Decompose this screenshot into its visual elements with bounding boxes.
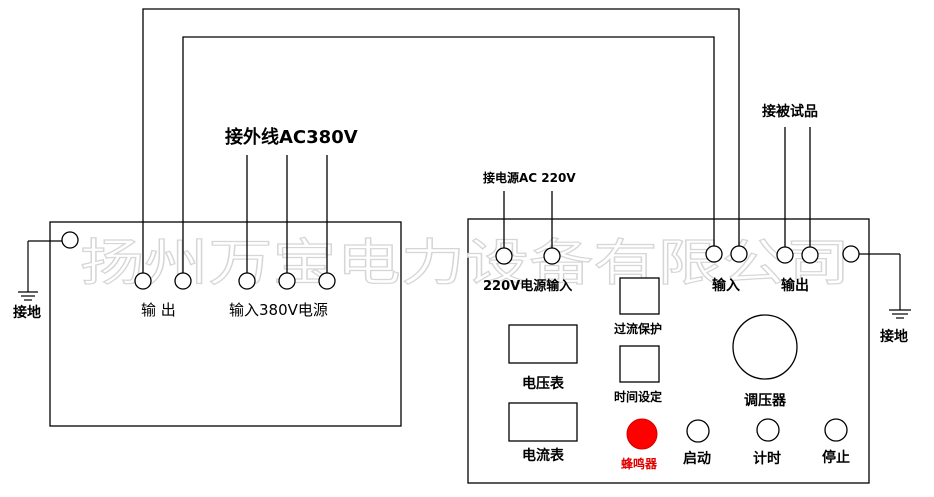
power-input-terminal-1[interactable] [495,247,513,265]
inner-wire [182,36,715,273]
outer-wire [142,8,740,273]
right-panel [467,218,870,484]
left-output-label: 输 出 [141,301,176,319]
start-button[interactable] [686,419,710,443]
left-panel [49,221,402,427]
left-output-terminal-1[interactable] [134,272,152,290]
input-label: 输入 [712,277,740,294]
power-supply-label: 接电源AC 220V [483,170,576,185]
time-setting-display[interactable] [619,345,660,383]
time-setting-label: 时间设定 [614,389,662,404]
left-ground-symbol [18,240,62,301]
ac380-leads [246,155,328,273]
input-terminal-1[interactable] [705,245,723,263]
stop-button[interactable] [824,418,848,442]
timer-button[interactable] [756,418,780,442]
left-power-terminal-3[interactable] [318,272,336,290]
output-terminal-1[interactable] [776,246,794,264]
right-ground-symbol [859,253,911,319]
start-label: 启动 [683,450,711,467]
ammeter-label: 电流表 [522,447,565,464]
left-ground-terminal[interactable] [61,231,79,249]
specimen-leads [784,127,811,247]
interconnect-wires [142,8,740,273]
external-line-label: 接外线AC380V [225,126,358,148]
specimen-label: 接被试品 [762,103,818,120]
regulator-label: 调压器 [744,393,787,409]
right-ground-terminal[interactable] [842,245,860,263]
output-terminal-2[interactable] [801,246,819,264]
power-input-terminal-2[interactable] [543,247,561,265]
overcurrent-indicator [619,277,660,315]
left-power-input-label: 输入380V电源 [229,301,328,319]
output-label: 输出 [781,277,809,294]
left-ground-label: 接地 [13,304,41,321]
voltmeter-label: 电压表 [522,375,565,392]
input-terminal-2[interactable] [730,245,748,263]
right-ground-label: 接地 [880,328,908,345]
regulator-knob[interactable] [732,314,798,380]
left-output-terminal-2[interactable] [174,272,192,290]
timer-label: 计时 [753,450,781,467]
left-power-terminal-2[interactable] [278,272,296,290]
voltmeter-display [508,324,578,364]
left-power-terminal-1[interactable] [238,272,256,290]
buzzer-indicator [626,418,658,450]
ammeter-display [508,402,578,442]
stop-label: 停止 [822,449,850,466]
buzzer-label: 蜂鸣器 [621,456,658,471]
watermark: 扬州万宝电力设备有限公司 [80,234,850,292]
power-input-label: 220V电源输入 [483,278,572,294]
overcurrent-label: 过流保护 [614,321,662,336]
ac220-leads [503,191,553,248]
